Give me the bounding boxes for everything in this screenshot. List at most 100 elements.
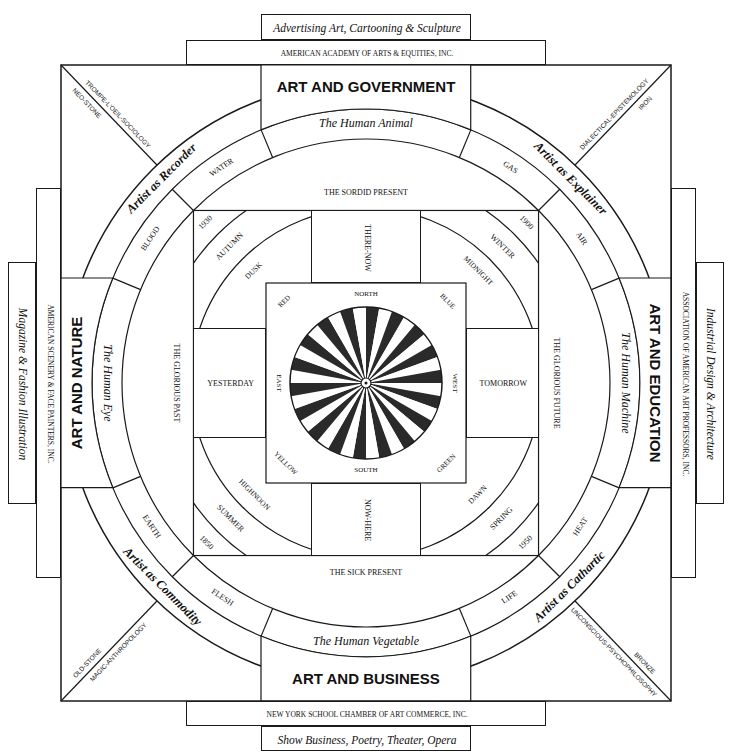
node-text: THERE-NOW bbox=[363, 224, 372, 272]
artist-label: Artist as Commodity bbox=[120, 545, 204, 629]
ring-word: HEAT bbox=[572, 516, 591, 538]
ring-word: EARTH bbox=[140, 514, 162, 541]
node-text: AMERICAN SCENERY & FACE PAINTERS, INC. bbox=[45, 304, 53, 463]
ring-diagonal bbox=[539, 556, 560, 577]
node-text: Industrial Design & Architecture bbox=[705, 308, 718, 460]
node-text: ART AND EDUCATION bbox=[647, 303, 664, 462]
ring-label: The Human Vegetable bbox=[313, 635, 419, 648]
corner-label: DIALECTICAL-EPISTEMOLOGY bbox=[578, 77, 649, 151]
ring-label: The Human Eye bbox=[100, 344, 113, 421]
quarter-box: NOW-HERE bbox=[311, 483, 421, 556]
ring-label: The Human Animal bbox=[319, 117, 413, 130]
ring-word: SPRING bbox=[489, 506, 515, 532]
ring-divider bbox=[459, 608, 470, 636]
corner-diagonal bbox=[61, 601, 157, 701]
ring-word: MIDNIGHT bbox=[461, 255, 494, 288]
ring-word: 1900 bbox=[517, 214, 535, 232]
arm-outline-path bbox=[61, 278, 113, 488]
ring-circle bbox=[122, 139, 610, 627]
sun-ray bbox=[290, 383, 361, 396]
node-text: Magazine & Fashion Illustration bbox=[17, 308, 30, 460]
ring-word: 1930 bbox=[197, 214, 215, 232]
ring-word: THE GLORIOUS PAST bbox=[172, 344, 181, 423]
ring-word: WATER bbox=[209, 157, 236, 179]
arm-outline-path bbox=[619, 278, 671, 488]
ring-word: BLUE bbox=[438, 292, 456, 310]
sun-ray bbox=[366, 388, 379, 459]
node-text: NOW-HERE bbox=[363, 499, 372, 541]
ring-word: 1950 bbox=[517, 534, 535, 552]
ring-word: THE SICK PRESENT bbox=[330, 569, 402, 578]
ring-word: DAWN bbox=[467, 484, 489, 506]
node-text: ART AND NATURE bbox=[68, 317, 85, 450]
ring-word: EAST bbox=[274, 374, 282, 392]
node-text: NEW YORK SCHOOL CHAMBER OF ART COMMERCE,… bbox=[266, 710, 467, 718]
gate-box: Advertising Art, Cartooning & Sculpture bbox=[261, 14, 471, 40]
sun-rim bbox=[290, 307, 442, 459]
ring-word: GAS bbox=[501, 160, 519, 176]
ring-word: SOUTH bbox=[354, 467, 377, 475]
outer-circle bbox=[64, 81, 668, 685]
ring-word: RED bbox=[277, 294, 292, 309]
gate-box: Industrial Design & Architecture bbox=[696, 262, 724, 504]
ring-divider bbox=[459, 130, 470, 158]
ring-word: THE GLORIOUS FUTURE bbox=[552, 337, 561, 428]
ring-divider bbox=[113, 476, 141, 487]
artist-label: Artist as Explainer bbox=[530, 140, 608, 218]
sun-ray bbox=[371, 370, 442, 383]
corner-diagonal bbox=[575, 601, 671, 701]
ring-word: GREEN bbox=[436, 453, 458, 475]
inner-square bbox=[193, 210, 538, 555]
corner-label: IRON bbox=[637, 95, 653, 112]
node-text: YESTERDAY bbox=[207, 380, 254, 389]
gate-band: AMERICAN ACADEMY OF ARTS & EQUITIES, INC… bbox=[186, 40, 546, 65]
ring-word: WEST bbox=[450, 373, 458, 392]
corner-arc bbox=[193, 210, 538, 555]
arm-outline-path bbox=[261, 65, 471, 130]
ring-word: BLOOD bbox=[139, 225, 162, 253]
ring-diagonal bbox=[172, 189, 193, 210]
corner-label: UNCONSCIOUS-PSYCHOPHILOSOPHY bbox=[570, 606, 659, 698]
ring-word: HIGHNOON bbox=[237, 478, 271, 512]
ring-word: 1850 bbox=[197, 534, 215, 552]
sun-dot bbox=[365, 382, 368, 385]
gate-box: Magazine & Fashion Illustration bbox=[8, 262, 36, 504]
ring-divider bbox=[113, 278, 141, 289]
artist-label: Artist as Recorder bbox=[125, 142, 201, 218]
ring-divider bbox=[591, 476, 619, 487]
ring-word: WINTER bbox=[488, 233, 516, 261]
ring-diagonal bbox=[539, 189, 560, 210]
ring-divider bbox=[261, 130, 272, 158]
ring-word: THE SORDID PRESENT bbox=[324, 189, 408, 198]
sun-ray bbox=[353, 307, 366, 378]
corner-diagonal bbox=[575, 65, 671, 165]
node-text: Show Business, Poetry, Theater, Opera bbox=[277, 733, 456, 746]
quarter-box: TOMORROW bbox=[466, 328, 539, 438]
outer-square bbox=[61, 65, 671, 701]
sunburst bbox=[290, 307, 442, 459]
quarter-box: THERE-NOW bbox=[311, 210, 421, 283]
ring-word: NORTH bbox=[354, 291, 378, 299]
node-text: TOMORROW bbox=[480, 380, 527, 389]
node-text: ART AND BUSINESS bbox=[292, 671, 440, 688]
ring-label: The Human Machine bbox=[618, 332, 631, 433]
gate-band: NEW YORK SCHOOL CHAMBER OF ART COMMERCE,… bbox=[186, 701, 546, 726]
ring-word: AUTUMN bbox=[215, 232, 246, 263]
quarter-box: YESTERDAY bbox=[193, 328, 266, 438]
ring-word: DUSK bbox=[244, 261, 264, 281]
ring-divider bbox=[261, 608, 272, 636]
sun-hub bbox=[361, 378, 371, 388]
ring-diagonal bbox=[172, 556, 193, 577]
ring-divider bbox=[591, 278, 619, 289]
artist-label: Artist as Cathartic bbox=[531, 548, 608, 625]
gate-band: AMERICAN SCENERY & FACE PAINTERS, INC. bbox=[36, 188, 61, 578]
ring-circle bbox=[92, 109, 640, 657]
ring-word: LIFE bbox=[500, 590, 519, 607]
node-text: AMERICAN ACADEMY OF ARTS & EQUITIES, INC… bbox=[281, 49, 454, 57]
node-text: ASSOCIATION OF AMERICAN ART PROFESSORS, … bbox=[680, 292, 688, 477]
arm-outline-path bbox=[261, 636, 471, 701]
node-text: ART AND GOVERNMENT bbox=[277, 79, 456, 96]
corner-diagonal bbox=[61, 65, 157, 165]
gate-band: ASSOCIATION OF AMERICAN ART PROFESSORS, … bbox=[671, 188, 696, 578]
node-text: Advertising Art, Cartooning & Sculpture bbox=[273, 22, 461, 35]
